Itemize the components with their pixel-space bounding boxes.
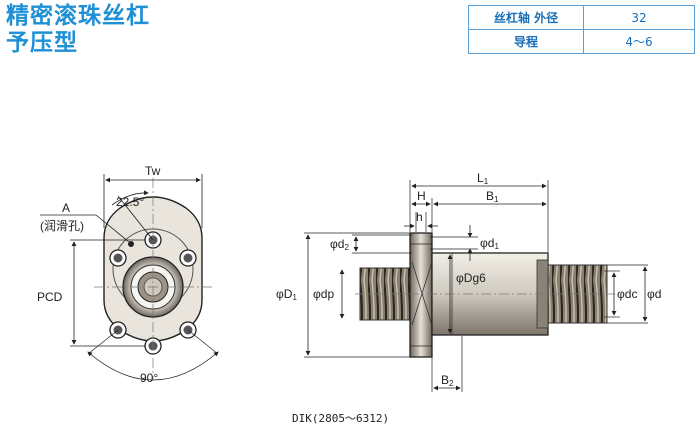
dim-d1: φd1 <box>480 236 499 251</box>
dim-dg6: φDg6 <box>456 271 486 285</box>
front-view: Tw 22.5° A (润滑孔) PCD 90° <box>37 164 219 385</box>
dim-pcd: PCD <box>37 290 63 304</box>
model-caption: DIK(2805～6312) <box>292 412 390 425</box>
product-subtitle: 予压型 <box>6 30 78 56</box>
dim-D1: φD1 <box>276 287 297 302</box>
spec-row-lead: 导程 4～6 <box>468 29 695 54</box>
dim-dc: φdc <box>617 287 637 301</box>
lube-hole <box>128 241 134 247</box>
dim-dp: φdp <box>313 287 334 301</box>
dim-tw: Tw <box>145 164 161 178</box>
dim-d2: φd2 <box>330 237 349 252</box>
dim-b2: B2 <box>441 373 454 388</box>
dim-d: φd <box>647 287 661 301</box>
side-view: L1 H B1 h φd2 φd1 φD1 φdp φDg6 <box>276 171 661 392</box>
label-a: A <box>62 201 70 215</box>
spec-value-lead: 4～6 <box>583 29 695 54</box>
spec-label-lead: 导程 <box>468 29 584 54</box>
dim-l1: L1 <box>477 171 489 186</box>
dim-h: H <box>417 189 426 203</box>
label-lube-hole: (润滑孔) <box>40 219 84 233</box>
angle-90: 90° <box>140 371 158 385</box>
dim-h-small: h <box>416 210 423 224</box>
flange-side <box>409 232 433 358</box>
product-title: 精密滚珠丝杠 <box>6 3 150 29</box>
dim-b1: B1 <box>486 189 499 204</box>
angle-22-5: 22.5° <box>116 195 144 209</box>
spec-label-shaft-diameter: 丝杠轴 外径 <box>468 5 584 30</box>
spec-table: 丝杠轴 外径 32 导程 4～6 <box>468 5 695 54</box>
